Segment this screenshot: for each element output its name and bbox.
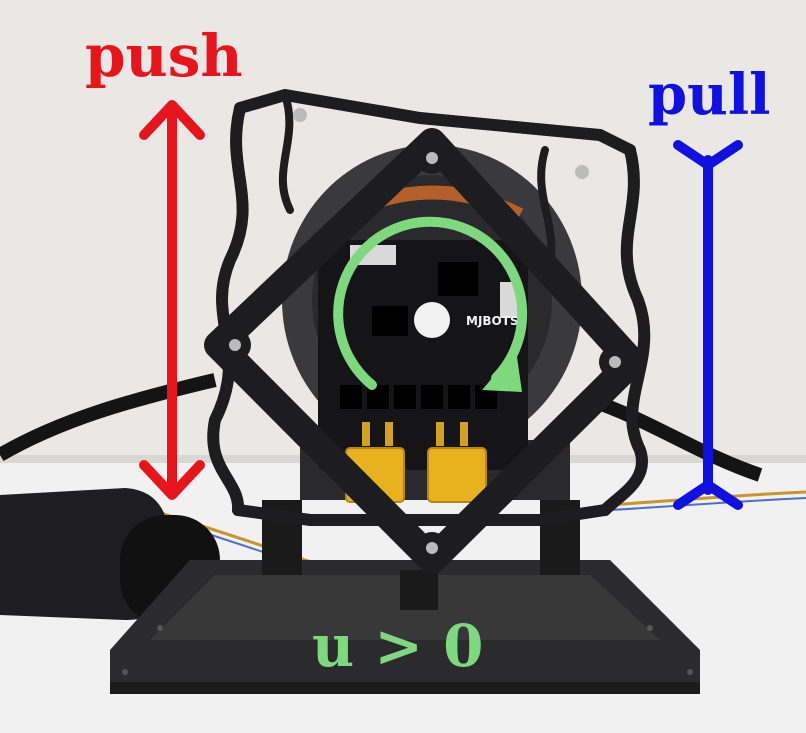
pull-label: pull [648, 62, 771, 128]
pull-tee-bracket-icon [673, 140, 743, 510]
push-double-headed-arrow-icon [139, 100, 205, 500]
power-cable [0, 373, 217, 462]
cable-right [587, 393, 763, 482]
rotation-circular-arrow-icon [333, 216, 528, 392]
mosfet-row [340, 385, 497, 409]
push-label: push [85, 22, 243, 90]
diamond-plate [204, 108, 646, 574]
signal-wires-right [609, 490, 806, 507]
board-brand: MJBOTS [466, 314, 519, 328]
terminal-pins [362, 422, 468, 446]
control-input-condition-label: u > 0 [312, 612, 484, 680]
controller-board [318, 240, 528, 470]
power-connector-right [427, 447, 487, 503]
mjbots-logo [414, 302, 450, 338]
mcu-chip [438, 262, 478, 296]
